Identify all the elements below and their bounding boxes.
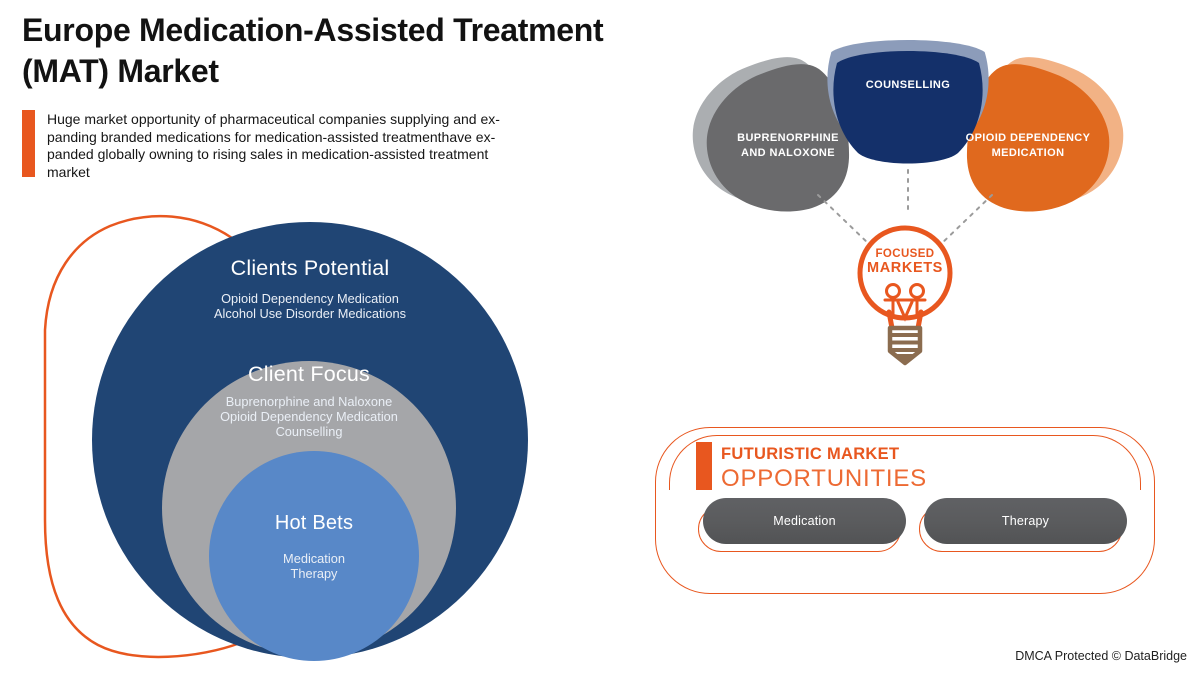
opportunity-pill-medication: Medication — [698, 498, 906, 552]
clients-potential-title: Clients Potential — [230, 256, 390, 280]
dashed-connector-left — [817, 194, 871, 246]
petal-label-opioid: OPIOID DEPENDENCY MEDICATION — [965, 132, 1091, 159]
hot-bets-items: Medication Therapy — [283, 551, 345, 581]
hot-bets-label: Hot Bets Medication Therapy — [209, 512, 419, 582]
opportunities-heading-line2: OPPORTUNITIES — [721, 465, 927, 492]
venn-outline-path — [43, 214, 241, 659]
lightbulb-neck — [886, 309, 924, 331]
opportunities-panel: FUTURISTIC MARKET OPPORTUNITIES Medicati… — [655, 427, 1155, 594]
opportunity-pill-therapy: Therapy — [919, 498, 1127, 552]
venn-circle-hot-bets — [209, 451, 419, 661]
page-description: Huge market opportunity of pharmaceutica… — [47, 111, 500, 180]
client-focus-items: Buprenorphine and Naloxone Opioid Depend… — [220, 394, 398, 439]
focused-markets-bulb-label: FOCUSED MARKETS — [845, 248, 965, 276]
bulb-base-tip — [892, 354, 918, 364]
pill-medication: Medication — [703, 498, 906, 544]
focused-markets-diagram: BUPRENORPHINE AND NALOXONE COUNSELLING O… — [660, 10, 1200, 380]
pill-therapy: Therapy — [924, 498, 1127, 544]
hot-bets-title: Hot Bets — [274, 512, 354, 534]
page-title: Europe Medication-Assisted Treatment (MA… — [22, 12, 604, 89]
clients-potential-label: Clients Potential Opioid Dependency Medi… — [110, 256, 510, 322]
client-focus-title: Client Focus — [248, 362, 370, 386]
filament-icon — [883, 283, 927, 322]
dmca-footer: DMCA Protected © DataBridge — [1015, 649, 1187, 663]
petal-label-buprenorphine: BUPRENORPHINE AND NALOXONE — [737, 132, 839, 159]
description-accent-bar — [22, 110, 35, 177]
client-focus-label: Client Focus Buprenorphine and Naloxone … — [159, 362, 459, 440]
focused-markets-shapes — [692, 40, 1124, 366]
opportunities-header: FUTURISTIC MARKET OPPORTUNITIES — [696, 442, 927, 493]
opportunities-heading-line1: FUTURISTIC MARKET — [721, 445, 900, 463]
venn-outline-shape — [43, 214, 241, 659]
dashed-connector-right — [939, 194, 993, 246]
clients-potential-items: Opioid Dependency Medication Alcohol Use… — [213, 291, 407, 321]
description-block: Huge market opportunity of pharmaceutica… — [22, 110, 582, 181]
petal-label-counselling: COUNSELLING — [865, 79, 951, 91]
bulb-label-line1: FOCUSED — [875, 248, 935, 260]
opportunities-accent-bar — [696, 442, 712, 490]
bulb-base-stripes — [890, 333, 920, 352]
bulb-label-line2: MARKETS — [867, 260, 943, 276]
